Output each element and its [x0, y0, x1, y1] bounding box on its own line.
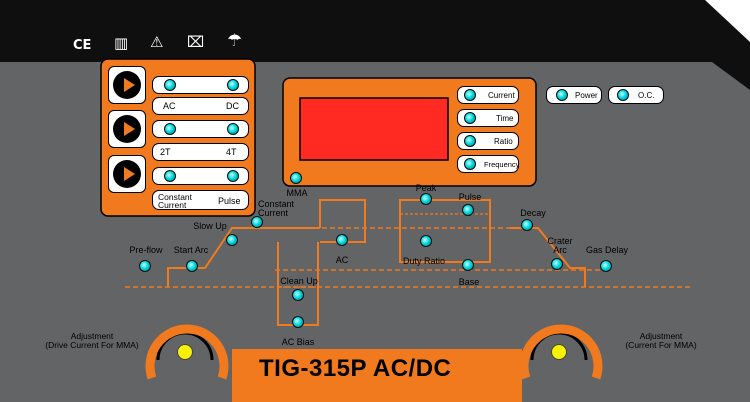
- cycle-guides: [125, 227, 690, 288]
- slow-up-label: Slow Up: [193, 221, 227, 231]
- time-led: [464, 112, 476, 124]
- slow-up-led: [226, 234, 238, 246]
- left-knob-arc: [145, 324, 229, 380]
- play-icon: [124, 78, 135, 92]
- ratio-led: [464, 135, 476, 147]
- trigger-led-strip: [152, 120, 249, 138]
- mma-led: [290, 172, 302, 184]
- pre-flow-label: Pre-flow: [129, 245, 163, 255]
- trigger-label-strip: [152, 143, 249, 161]
- right-adjustment-knob[interactable]: [551, 344, 567, 360]
- process-label-strip: [152, 97, 249, 115]
- pulse-cycle-led: [462, 204, 474, 216]
- ac-label: AC: [163, 101, 176, 111]
- crossed-bin-icon: ⌧: [187, 33, 205, 51]
- ac-bias-label: AC Bias: [281, 337, 315, 347]
- trigger-select-button[interactable]: [108, 110, 146, 148]
- process-led-strip: [152, 76, 249, 94]
- oc-led: [617, 89, 629, 101]
- pre-flow-led: [139, 260, 151, 272]
- right-knob-arc: [519, 324, 603, 380]
- current-label: Current: [488, 91, 515, 100]
- 4t-label: 4T: [226, 147, 237, 157]
- gas-delay-label: Gas Delay: [585, 245, 629, 255]
- clean-up-label: Clean Up: [280, 276, 318, 286]
- mode-select-button[interactable]: [108, 155, 146, 193]
- duty-ratio-led: [420, 235, 432, 247]
- dc-label: DC: [226, 101, 239, 111]
- play-icon: [124, 167, 135, 181]
- barcode-icon: ▥: [114, 34, 129, 52]
- pulse-led: [227, 170, 239, 182]
- ce-mark-icon: CE: [73, 38, 92, 53]
- base-label: Base: [458, 277, 480, 287]
- digital-display: [299, 97, 449, 161]
- peak-label: Peak: [415, 183, 437, 193]
- start-arc-label: Start Arc: [173, 245, 209, 255]
- dc-led: [227, 79, 239, 91]
- play-icon: [124, 122, 135, 136]
- start-arc-led: [186, 260, 198, 272]
- process-select-button[interactable]: [108, 66, 146, 104]
- right-knob-subtitle: (Current For MMA): [625, 340, 697, 350]
- ac-cycle-led: [336, 234, 348, 246]
- ac-cycle-label: AC: [335, 255, 349, 265]
- pulse-cycle-label: Pulse: [458, 192, 482, 202]
- right-knob-title: Adjustment: [639, 331, 683, 341]
- left-knob-title: Adjustment: [70, 331, 114, 341]
- decay-label: Decay: [520, 208, 546, 218]
- left-adjustment-knob[interactable]: [177, 344, 193, 360]
- mode-label-strip: [152, 190, 249, 210]
- model-plate: [232, 349, 522, 402]
- constant-current-label: Constant Current: [158, 192, 193, 210]
- peak-led: [420, 193, 432, 205]
- 2t-led: [164, 123, 176, 135]
- power-led: [556, 89, 568, 101]
- 4t-led: [227, 123, 239, 135]
- left-knob-subtitle: (Drive Current For MMA): [45, 340, 139, 350]
- pulse-mode-label: Pulse: [218, 196, 241, 206]
- oc-label: O.C.: [638, 91, 655, 100]
- duty-ratio-label: Duty Ratio: [402, 256, 446, 266]
- 2t-label: 2T: [160, 147, 171, 157]
- mode-led-strip: [152, 167, 249, 185]
- power-label: Power: [575, 91, 598, 100]
- umbrella-icon: ☂: [227, 31, 243, 51]
- constant-current-cycle-label: Constant Current: [258, 199, 295, 218]
- frequency-label: Frequency: [484, 160, 520, 169]
- time-label: Time: [496, 114, 514, 123]
- warning-triangle-icon: ⚠: [150, 33, 164, 51]
- gas-delay-led: [600, 260, 612, 272]
- ac-led: [164, 79, 176, 91]
- mma-label: MMA: [286, 188, 308, 198]
- frequency-led: [464, 158, 476, 170]
- constant-current-cycle-led: [251, 216, 263, 228]
- base-led: [462, 259, 474, 271]
- model-title: TIG-315P AC/DC: [259, 355, 452, 382]
- constant-current-led: [164, 170, 176, 182]
- clean-up-led: [292, 289, 304, 301]
- crater-arc-led: [551, 258, 563, 270]
- crater-arc-label: Crater Arc: [547, 236, 573, 255]
- ratio-label: Ratio: [494, 137, 513, 146]
- decay-led: [521, 219, 533, 231]
- ac-bias-led: [292, 316, 304, 328]
- current-led: [464, 89, 476, 101]
